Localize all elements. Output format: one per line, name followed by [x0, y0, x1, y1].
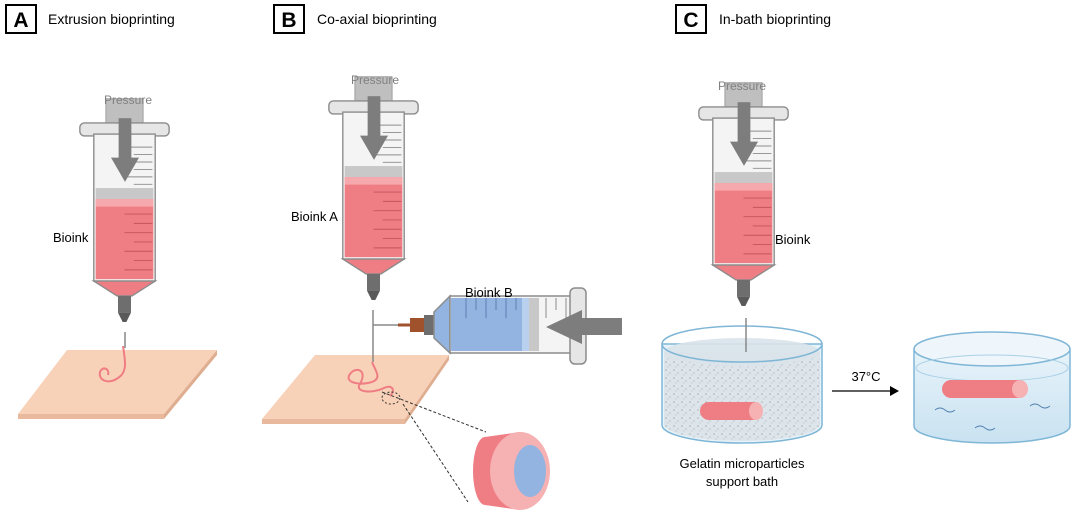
coaxial-fiber-icon	[473, 432, 550, 510]
panel-a-letter: A	[13, 9, 28, 32]
panel-c-letter: C	[683, 9, 698, 32]
bath-label-line1: Gelatin microparticles	[680, 456, 805, 471]
substrate-b	[262, 355, 449, 419]
panel-a: A Extrusion bioprinting Pressure Bioink	[5, 4, 217, 419]
bath-label-line2: support bath	[706, 474, 778, 489]
panel-b-letter: B	[281, 9, 296, 32]
temperature-label: 37°C	[851, 369, 880, 384]
panel-a-title: Extrusion bioprinting	[48, 11, 175, 27]
panel-c: C In-bath bioprinting Pressure Bioink Ge…	[661, 4, 1071, 489]
panel-b-letter-box	[273, 4, 305, 34]
bioink-b-label: Bioink B	[465, 285, 513, 300]
printed-filament-b	[347, 361, 394, 397]
petri-dish-icon	[661, 325, 823, 444]
bioink-label-a: Bioink	[53, 230, 89, 245]
substrate-a	[18, 350, 217, 414]
bioink-a-label: Bioink A	[291, 209, 338, 224]
bioink-label-c: Bioink	[775, 232, 811, 247]
panel-b-title: Co-axial bioprinting	[317, 11, 437, 27]
pressure-label-a: Pressure	[104, 93, 152, 107]
panel-c-letter-box	[675, 4, 707, 34]
pressure-label-c: Pressure	[718, 79, 766, 93]
printed-filament-a	[98, 345, 126, 383]
panel-c-title: In-bath bioprinting	[719, 11, 831, 27]
petri-dish-icon	[913, 331, 1071, 444]
pressure-label-b: Pressure	[351, 73, 399, 87]
panel-a-letter-box	[5, 4, 37, 34]
syringe-icon	[398, 287, 587, 365]
panel-b: B Co-axial bioprinting Pressure Bioink A	[262, 4, 622, 510]
pressure-arrow-icon	[546, 310, 622, 344]
